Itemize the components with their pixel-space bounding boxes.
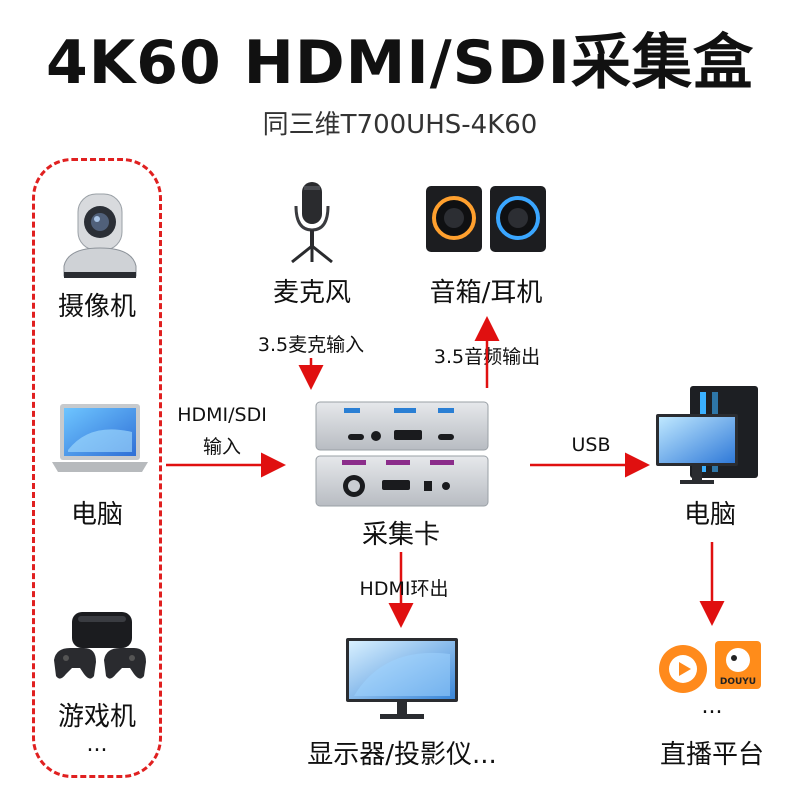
pc-right-label: 电脑	[683, 500, 736, 530]
live-platform-logo-icon	[659, 645, 707, 693]
loop-link-label: HDMI环出	[359, 578, 449, 600]
microphone-icon	[291, 182, 333, 264]
mic-label: 麦克风	[272, 278, 351, 308]
page-subtitle: 同三维T700UHS-4K60	[262, 110, 538, 140]
douyu-text: DOUYU	[720, 677, 756, 687]
source-camera-label: 摄像机	[57, 292, 136, 322]
game-console-icon	[54, 612, 146, 679]
speaker-icon	[426, 186, 546, 252]
usb-link-label: USB	[571, 434, 611, 456]
douyu-logo-icon: DOUYU	[715, 641, 761, 689]
live-platform-label: 直播平台	[659, 740, 764, 770]
page-title: 4K60 HDMI/SDI采集盒	[46, 28, 754, 98]
source-more-ellipsis: ...	[86, 732, 108, 757]
laptop-icon	[52, 404, 148, 472]
desktop-pc-icon	[656, 386, 758, 484]
source-pc-label: 电脑	[70, 500, 123, 530]
source-console-label: 游戏机	[57, 702, 136, 732]
speaker-label: 音箱/耳机	[429, 278, 543, 308]
capture-label: 采集卡	[361, 520, 440, 550]
monitor-icon	[346, 638, 458, 719]
capture-box-icon	[315, 401, 489, 507]
input-link-line1: HDMI/SDI	[177, 404, 267, 426]
mic-link-label: 3.5麦克输入	[257, 334, 365, 356]
live-more-ellipsis: ...	[701, 694, 723, 719]
ptz-camera-icon	[63, 193, 137, 278]
input-link-line2: 输入	[202, 436, 241, 458]
source-group-frame	[32, 158, 162, 778]
display-label: 显示器/投影仪...	[307, 740, 497, 770]
